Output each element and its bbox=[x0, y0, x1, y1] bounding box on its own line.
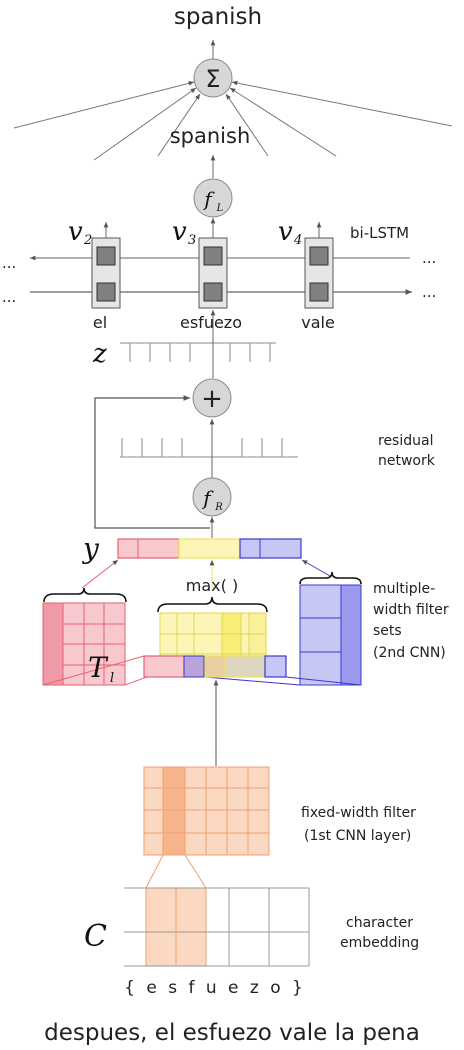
multi-label-4: (2nd CNN) bbox=[373, 645, 446, 661]
character-embedding-matrix bbox=[124, 887, 310, 967]
T-label: T l bbox=[88, 651, 114, 686]
embedding-projection bbox=[145, 854, 207, 889]
v2-label: v 2 bbox=[68, 217, 92, 248]
v4-label: v 4 bbox=[278, 217, 302, 248]
svg-text:v: v bbox=[68, 217, 83, 247]
multi-label-3: sets bbox=[373, 623, 402, 639]
plus-node: + bbox=[192, 378, 232, 418]
word-vale: vale bbox=[301, 313, 335, 332]
sum-symbol: Σ bbox=[205, 65, 220, 93]
lstm-cell-esfuezo bbox=[198, 237, 228, 309]
input-sentence: despues, el esfuezo vale la pena bbox=[44, 1020, 420, 1046]
lstm-cell-el bbox=[91, 237, 121, 309]
z-vector bbox=[120, 342, 276, 362]
residual-skip bbox=[94, 395, 210, 529]
C-label: C bbox=[84, 919, 107, 954]
svg-text:3: 3 bbox=[188, 233, 196, 248]
T-vector bbox=[143, 655, 287, 678]
z-label: z bbox=[92, 339, 107, 369]
svg-text:4: 4 bbox=[293, 233, 302, 248]
f-R-subscript: R bbox=[214, 502, 223, 513]
lstm-cell-vale bbox=[304, 237, 334, 309]
multi-label-2: width filter bbox=[373, 602, 449, 618]
char-embedding-label-2: embedding bbox=[340, 935, 419, 951]
svg-text:T: T bbox=[88, 651, 109, 684]
svg-text:v: v bbox=[172, 217, 187, 247]
fixed-label-1: fixed-width filter bbox=[301, 805, 416, 821]
output-label-top: spanish bbox=[174, 4, 262, 30]
ellipsis-left-bottom: ... bbox=[2, 288, 16, 306]
word-esfuezo: esfuezo bbox=[180, 313, 242, 332]
f-L-node: f L bbox=[193, 178, 233, 218]
fixed-width-filter bbox=[143, 766, 270, 856]
f-L-subscript: L bbox=[216, 203, 224, 214]
filter-set-blue bbox=[299, 584, 362, 686]
word-el: el bbox=[93, 313, 107, 332]
ellipsis-right-bottom: ... bbox=[422, 283, 436, 301]
plus-symbol: + bbox=[201, 384, 223, 414]
residual-label-1: residual bbox=[378, 433, 433, 449]
max-label: max( ) bbox=[186, 576, 238, 595]
f-R-node: f R bbox=[192, 477, 232, 517]
svg-text:v: v bbox=[278, 217, 293, 247]
y-label: y bbox=[81, 532, 100, 565]
sum-node: Σ bbox=[193, 58, 233, 98]
multi-label-1: multiple- bbox=[373, 581, 435, 597]
char-embedding-label-1: character bbox=[346, 915, 413, 931]
bilstm-label: bi-LSTM bbox=[350, 224, 409, 242]
svg-text:l: l bbox=[110, 671, 114, 686]
sum-fan-lines bbox=[13, 80, 453, 161]
fixed-label-2: (1st CNN layer) bbox=[304, 828, 411, 844]
braces bbox=[43, 571, 362, 613]
ellipsis-right-top: ... bbox=[422, 249, 436, 267]
svg-text:2: 2 bbox=[83, 233, 92, 248]
residual-vector bbox=[120, 438, 298, 458]
residual-label-2: network bbox=[378, 453, 436, 469]
filter-set-red bbox=[42, 602, 126, 686]
y-vector bbox=[117, 538, 302, 559]
output-label-mid: spanish bbox=[170, 124, 251, 148]
ellipsis-left-top: ... bbox=[2, 254, 16, 272]
character-sequence: { e s f u e z o } bbox=[124, 978, 306, 998]
v3-label: v 3 bbox=[172, 217, 196, 248]
